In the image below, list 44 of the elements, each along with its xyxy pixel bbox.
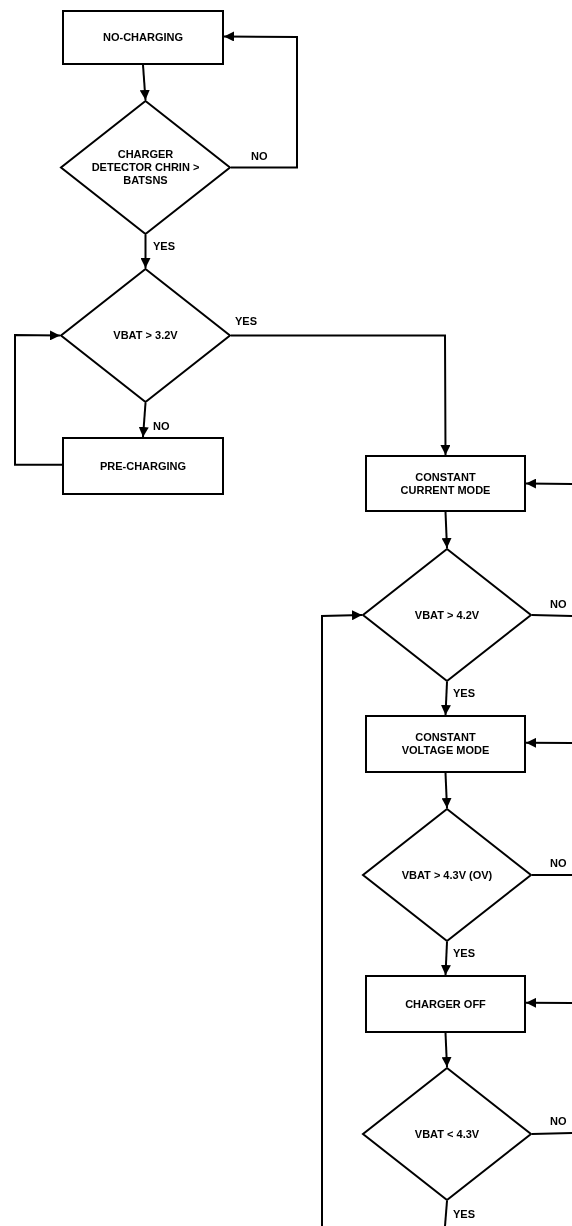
arrow bbox=[441, 511, 452, 549]
node-label: CHARGER OFF bbox=[405, 997, 486, 1011]
process-box bbox=[62, 437, 224, 495]
arrow bbox=[223, 31, 298, 169]
connector-line bbox=[531, 614, 572, 617]
arrow bbox=[321, 610, 363, 1226]
node-label: VBAT > 4.3V (OV) bbox=[401, 868, 493, 882]
edge-label: NO bbox=[250, 150, 269, 162]
arrow bbox=[525, 997, 572, 1008]
node-label: CONSTANT VOLTAGE MODE bbox=[400, 731, 491, 757]
arrow bbox=[140, 234, 151, 269]
arrow bbox=[14, 330, 63, 466]
edge-label: NO bbox=[549, 1115, 568, 1127]
node-label: CHARGER DETECTOR CHRIN > BATSNS bbox=[90, 148, 201, 187]
edge-label: NO bbox=[152, 420, 171, 432]
node-label: PRE-CHARGING bbox=[99, 459, 187, 473]
edge-label: NO bbox=[549, 598, 568, 610]
arrow bbox=[440, 941, 451, 976]
edge-label: NO bbox=[549, 857, 568, 869]
node-label: VBAT > 4.2V bbox=[414, 608, 480, 622]
process-box bbox=[365, 455, 526, 512]
edge-label: YES bbox=[452, 947, 476, 959]
arrow bbox=[441, 1032, 452, 1068]
process-box bbox=[62, 10, 224, 65]
arrow bbox=[441, 772, 452, 809]
arrow bbox=[440, 681, 451, 716]
connector-line bbox=[444, 1200, 448, 1226]
connector-line bbox=[531, 1132, 572, 1135]
node-label: CONSTANT CURRENT MODE bbox=[399, 470, 492, 497]
node-label: VBAT < 4.3V bbox=[414, 1127, 480, 1141]
connector-line bbox=[531, 874, 572, 876]
edge-label: YES bbox=[152, 240, 176, 252]
arrow bbox=[138, 402, 149, 438]
node-label: VBAT > 3.2V bbox=[113, 329, 178, 342]
arrow bbox=[525, 737, 572, 748]
edge-label: YES bbox=[452, 1208, 476, 1220]
process-box bbox=[365, 715, 526, 773]
process-box bbox=[365, 975, 526, 1033]
arrow bbox=[525, 478, 572, 489]
edge-label: YES bbox=[452, 687, 476, 699]
arrow bbox=[139, 64, 150, 101]
edge-label: YES bbox=[234, 315, 258, 327]
arrow bbox=[230, 334, 451, 456]
node-label: NO-CHARGING bbox=[102, 31, 184, 44]
